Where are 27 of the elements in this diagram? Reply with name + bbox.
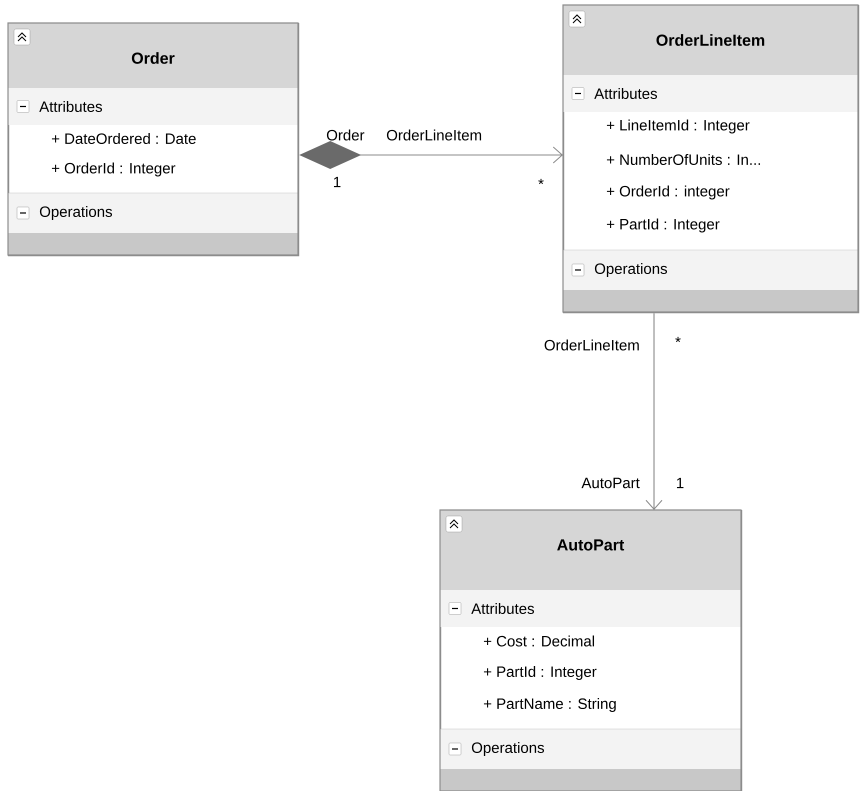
section-label: Attributes — [471, 602, 534, 614]
class-name: AutoPart — [557, 539, 624, 551]
attribute-text: + PartId : Integer — [606, 218, 720, 232]
section-label: Attributes — [39, 101, 102, 112]
attribute-text: + OrderId : Integer — [52, 162, 176, 176]
section-label: Operations — [40, 206, 112, 220]
section-label: Operations — [594, 263, 668, 277]
attribute-text: + DateOrdered : Date — [52, 133, 196, 144]
role-label: OrderLineItem — [386, 130, 482, 140]
attribute-text: + Cost : Decimal — [484, 635, 594, 646]
multiplicity-label: 1 — [676, 478, 684, 488]
role-label: Order — [326, 130, 364, 140]
attribute-text: + PartId : Integer — [484, 666, 596, 680]
role-label: OrderLineItem — [544, 340, 639, 350]
multiplicity-label: 1 — [334, 176, 340, 188]
attribute-text: + PartName : String — [484, 698, 616, 712]
association-line — [646, 313, 662, 510]
multiplicity-label: * — [538, 178, 544, 184]
class-name: Order — [132, 52, 175, 64]
attribute-text: + LineItemId : Integer — [606, 120, 750, 134]
attribute-text: + OrderId : integer — [606, 186, 730, 200]
role-label: AutoPart — [581, 478, 640, 488]
class-name: OrderLineItem — [656, 34, 764, 46]
attribute-text: + NumberOfUnits : In... — [606, 154, 760, 165]
multiplicity-label: * — [675, 336, 681, 342]
section-label: Operations — [472, 742, 544, 756]
section-label: Attributes — [594, 88, 658, 99]
